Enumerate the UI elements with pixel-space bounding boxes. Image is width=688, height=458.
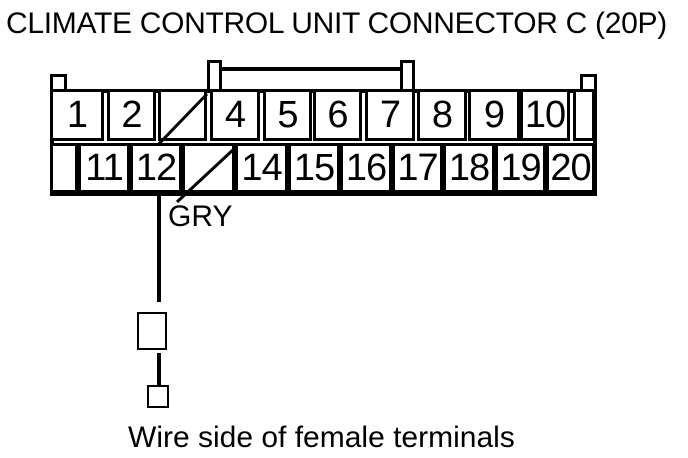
pin-label: 19 [500, 147, 541, 189]
slash-icon [151, 92, 209, 152]
pin-label: 11 [85, 147, 123, 189]
diagram-title: CLIMATE CONTROL UNIT CONNECTOR C (20P) [6, 7, 667, 40]
pin-label: 10 [524, 94, 566, 136]
wire-terminal-large [137, 312, 167, 350]
connector-latch-post-left [207, 60, 222, 93]
pin-label: 1 [66, 94, 88, 136]
pin-cell-8: 8 [417, 89, 467, 141]
pin-cell-slashed [151, 89, 209, 152]
pin-label: 4 [224, 94, 246, 136]
pin-cell-7: 7 [365, 89, 415, 141]
wire-color-label: GRY [168, 200, 233, 233]
pin-cell-5: 5 [263, 89, 312, 141]
pin-cell-11: 11 [78, 143, 130, 193]
pin-cell-17: 17 [392, 143, 443, 193]
pin-label: 14 [241, 147, 282, 189]
pin-cell-slashed [175, 143, 237, 204]
pin-cell-20: 20 [546, 143, 595, 193]
pin-cell-14: 14 [235, 143, 288, 193]
wire-segment-lower [157, 353, 161, 387]
pin-cell-10: 10 [520, 89, 570, 141]
pin-label: 7 [379, 94, 401, 136]
diagram-caption: Wire side of female terminals [128, 421, 515, 454]
pin-label: 15 [293, 147, 335, 189]
pin-cell-12: 12 [130, 143, 182, 193]
pin-label: 16 [345, 147, 387, 189]
pin-label: 12 [135, 147, 177, 189]
pin-cell-1: 1 [50, 89, 104, 141]
pin-cell-4: 4 [210, 89, 260, 141]
pin-cell-9: 9 [468, 89, 520, 141]
pin-label: 6 [327, 94, 348, 136]
pin-cell-19: 19 [495, 143, 546, 193]
wire-segment-upper [157, 194, 161, 302]
connector-tab-left [50, 74, 67, 93]
pin-label: 9 [483, 94, 505, 136]
wire-terminal-small [147, 385, 169, 408]
connector-latch-bar [220, 67, 402, 71]
slash-icon [175, 146, 237, 204]
pin-label: 2 [121, 94, 142, 136]
pin-cell-15: 15 [288, 143, 340, 193]
pin-label: 20 [550, 147, 591, 189]
pin-cell-16: 16 [340, 143, 392, 193]
pin-cell-blank [573, 89, 595, 141]
connector-tab-right [580, 74, 597, 93]
pin-label: 18 [448, 147, 490, 189]
pin-label: 8 [431, 94, 453, 136]
pin-cell-18: 18 [443, 143, 495, 193]
pin-cell-2: 2 [107, 89, 156, 141]
pin-cell-blank [50, 143, 78, 193]
pin-cell-6: 6 [313, 89, 362, 141]
pin-label: 5 [277, 94, 298, 136]
pin-label: 17 [397, 147, 438, 189]
connector-latch-post-right [400, 60, 415, 93]
